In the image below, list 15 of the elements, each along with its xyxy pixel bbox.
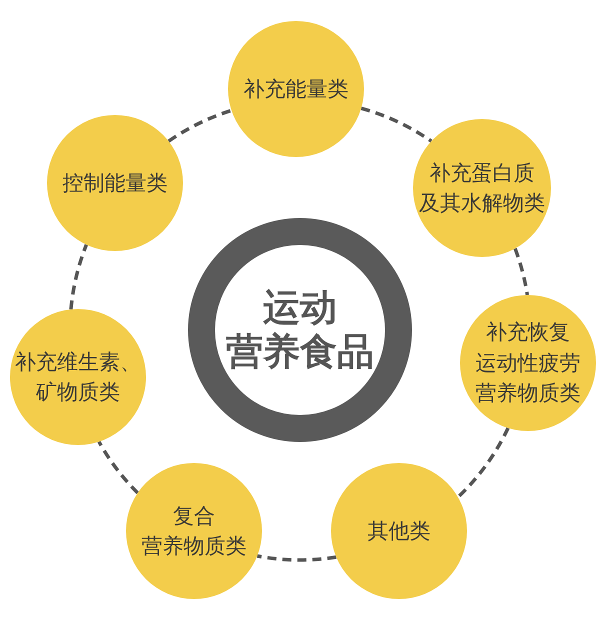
dashed-connector: [69, 244, 88, 310]
category-label: 复合营养物质类: [142, 502, 246, 560]
category-label: 补充能量类: [244, 76, 348, 103]
dashed-connector: [456, 427, 510, 498]
dashed-connector: [513, 248, 530, 296]
dashed-connector: [168, 108, 232, 143]
category-label: 补充维生素、矿物质类: [15, 348, 141, 406]
category-label: 控制能量类: [62, 170, 168, 197]
category-label: 其他类: [368, 518, 430, 545]
dashed-connector: [360, 106, 432, 143]
category-label: 补充恢复运动性疲劳营养物质类: [476, 319, 580, 408]
category-label: 补充蛋白质及其水解物类: [419, 160, 545, 217]
dashed-connector: [256, 554, 336, 562]
center-title: 运动营养食品: [226, 286, 374, 374]
dashed-connector: [97, 440, 139, 494]
